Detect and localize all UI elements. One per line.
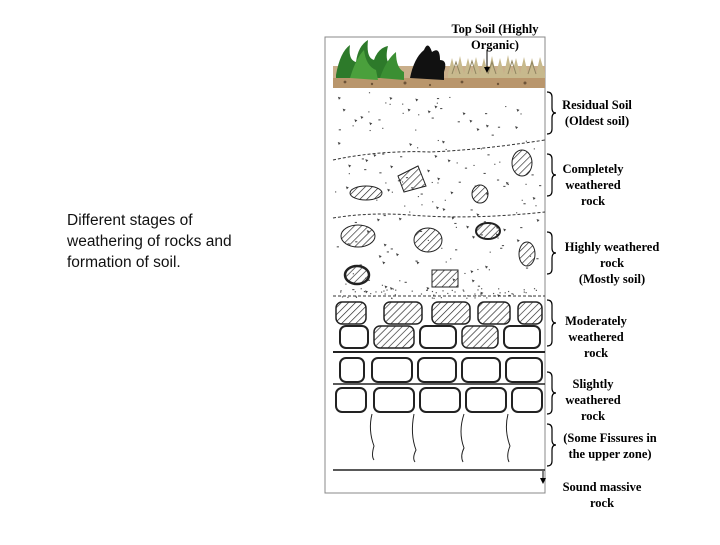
slightly-weathered-layer — [335, 357, 543, 413]
layer-braces — [546, 91, 557, 467]
slide-caption: Different stages of weathering of rocks … — [67, 212, 232, 271]
residual-soil-label: Residual Soil (Oldest soil) — [562, 98, 632, 128]
topsoil-label: Top Soil (Highly Organic) — [451, 22, 539, 52]
fissures-label: (Some Fissures in the upper zone) — [563, 431, 657, 461]
moderately-weathered-layer — [333, 301, 545, 353]
residual-soil-layer — [335, 92, 542, 300]
highly-weathered-layer — [340, 222, 536, 288]
sound-rock-label: Sound massive rock — [562, 480, 642, 510]
completely-weathered-label: Completely weathered rock — [562, 162, 624, 208]
slightly-weathered-label: Slightly weathered rock — [565, 377, 621, 423]
completely-weathered-layer — [349, 149, 533, 204]
topsoil-band — [333, 40, 545, 88]
fissures — [369, 413, 511, 463]
highly-weathered-label: Highly weathered rock (Mostly soil) — [564, 240, 660, 286]
moderately-weathered-label: Moderately weathered rock — [565, 314, 627, 360]
